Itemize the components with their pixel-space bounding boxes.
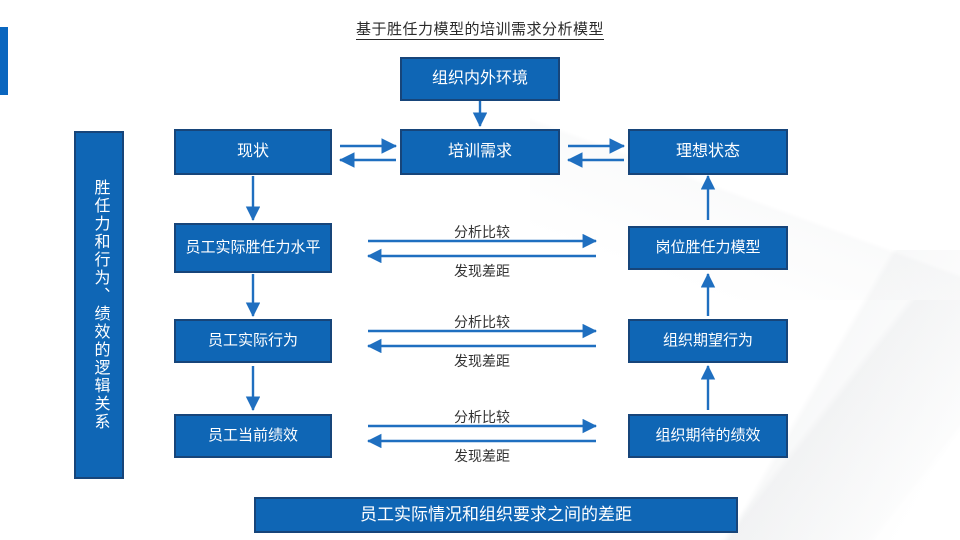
node-conclusion-label: 员工实际情况和组织要求之间的差距 <box>360 505 632 525</box>
node-expected-behavior-label: 组织期望行为 <box>662 331 753 349</box>
arrow-label-gap-behavior: 发现差距 <box>454 353 510 369</box>
node-environment-label: 组织内外环境 <box>431 70 528 87</box>
node-position-competency-model-label: 岗位胜任力模型 <box>655 238 761 256</box>
node-current-performance[interactable]: 员工当前绩效 <box>174 414 332 458</box>
node-ideal-state-label: 理想状态 <box>675 143 740 160</box>
arrow-label-compare-competency: 分析比较 <box>454 224 510 240</box>
page-title: 基于胜任力模型的培训需求分析模型 <box>0 18 960 40</box>
sidebar-vertical-label-text: 胜任力和行为、绩效的逻辑关系 <box>91 179 109 431</box>
node-position-competency-model[interactable]: 岗位胜任力模型 <box>628 226 788 270</box>
node-actual-behavior[interactable]: 员工实际行为 <box>174 319 332 363</box>
node-environment[interactable]: 组织内外环境 <box>400 57 560 101</box>
arrow-label-compare-behavior: 分析比较 <box>454 314 510 330</box>
sidebar-vertical-label: 胜任力和行为、绩效的逻辑关系 <box>74 131 124 479</box>
node-ideal-state[interactable]: 理想状态 <box>628 129 788 175</box>
arrow-label-gap-performance: 发现差距 <box>454 448 510 464</box>
node-current-state[interactable]: 现状 <box>174 129 332 175</box>
node-expected-performance-label: 组织期待的绩效 <box>655 426 761 444</box>
node-current-state-label: 现状 <box>236 143 269 160</box>
node-expected-behavior[interactable]: 组织期望行为 <box>628 319 788 363</box>
arrow-label-compare-performance: 分析比较 <box>454 409 510 425</box>
node-actual-behavior-label: 员工实际行为 <box>207 331 298 349</box>
page-title-text: 基于胜任力模型的培训需求分析模型 <box>355 21 604 40</box>
node-expected-performance[interactable]: 组织期待的绩效 <box>628 414 788 458</box>
node-training-need[interactable]: 培训需求 <box>400 129 560 175</box>
node-actual-competency[interactable]: 员工实际胜任力水平 <box>174 223 332 273</box>
left-accent-bar <box>0 27 8 95</box>
node-current-performance-label: 员工当前绩效 <box>207 426 298 444</box>
node-training-need-label: 培训需求 <box>447 143 512 160</box>
node-conclusion[interactable]: 员工实际情况和组织要求之间的差距 <box>254 497 738 533</box>
arrow-label-gap-competency: 发现差距 <box>454 263 510 279</box>
node-actual-competency-label: 员工实际胜任力水平 <box>185 238 321 256</box>
